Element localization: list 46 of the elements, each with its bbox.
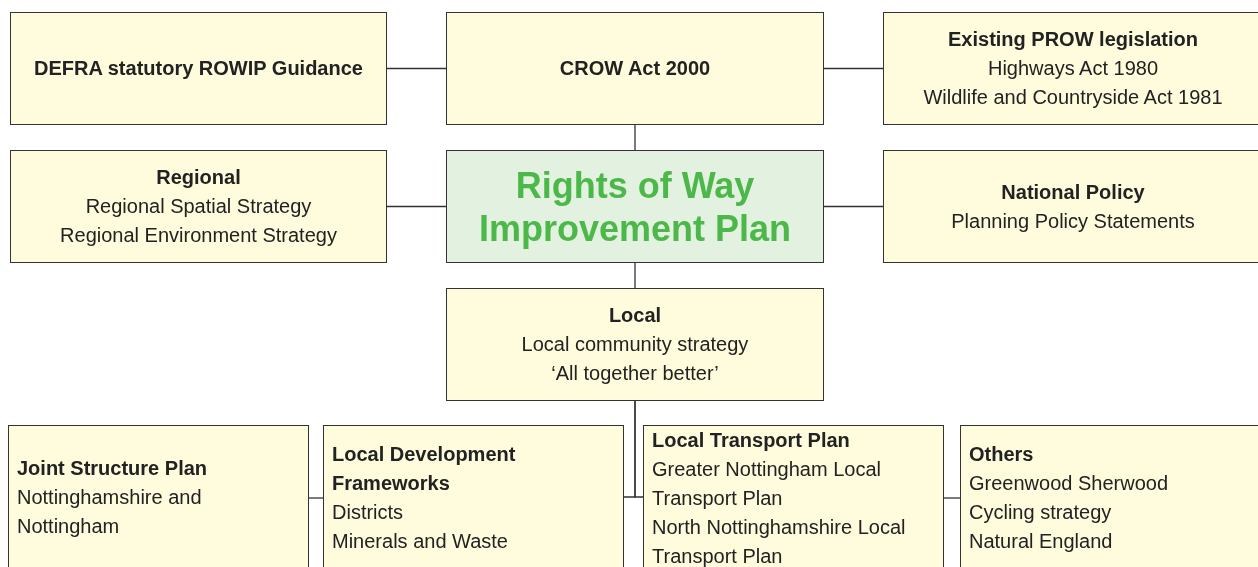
body-text: North Nottinghamshire Local Transport Plan <box>652 515 907 567</box>
document-box <box>446 12 824 125</box>
body-text: Planning Policy Statements <box>951 208 1195 234</box>
body-text: Cycling strategy <box>969 500 1112 525</box>
body-text: Minerals and Waste <box>332 529 508 554</box>
body-text: Nottinghamshire and Nottingham <box>17 485 203 539</box>
body-text: Regional Environment Strategy <box>60 223 337 248</box>
connector-line <box>823 205 884 208</box>
central-plan-box <box>446 150 824 263</box>
plan-title: Rights of Way Improvement Plan <box>477 163 793 250</box>
connector-line <box>823 67 884 70</box>
document-box <box>960 425 1258 567</box>
document-box <box>883 12 1258 125</box>
document-box <box>10 12 387 125</box>
connector-line <box>386 205 447 208</box>
heading-text: Local <box>608 303 662 328</box>
document-box <box>446 288 824 401</box>
body-text: ‘All together better’ <box>551 361 719 386</box>
document-box <box>643 425 944 567</box>
body-text: Districts <box>332 500 404 525</box>
heading-text: Joint Structure Plan <box>17 456 208 481</box>
body-text: Regional Spatial Strategy <box>85 194 312 219</box>
heading-text: Existing PROW legislation <box>948 27 1198 52</box>
body-text: Wildlife and Countryside Act 1981 <box>923 85 1223 110</box>
body-text: Greater Nottingham Local Transport Plan <box>652 457 882 511</box>
heading-text: CROW Act 2000 <box>559 56 711 81</box>
connector-line <box>943 497 961 499</box>
heading-text: Local Transport Plan <box>652 428 850 453</box>
body-text: Highways Act 1980 <box>987 56 1159 81</box>
document-box <box>883 150 1258 263</box>
heading-text: National Policy <box>1001 179 1145 205</box>
body-text: Local community strategy <box>521 332 749 357</box>
body-text: Greenwood Sherwood <box>969 471 1168 496</box>
connector-line <box>634 400 644 498</box>
heading-text: Local Development Frameworks <box>332 442 517 496</box>
connector-line <box>634 262 636 289</box>
heading-text: Others <box>969 442 1034 467</box>
connector-line <box>308 497 324 499</box>
body-text: Natural England <box>969 529 1113 554</box>
document-box <box>323 425 624 567</box>
document-box <box>10 150 387 263</box>
connector-line <box>386 67 447 70</box>
heading-text: Regional <box>156 165 241 190</box>
connector-line <box>634 124 636 151</box>
heading-text: DEFRA statutory ROWIP Guidance <box>34 56 363 81</box>
document-box <box>8 425 309 567</box>
